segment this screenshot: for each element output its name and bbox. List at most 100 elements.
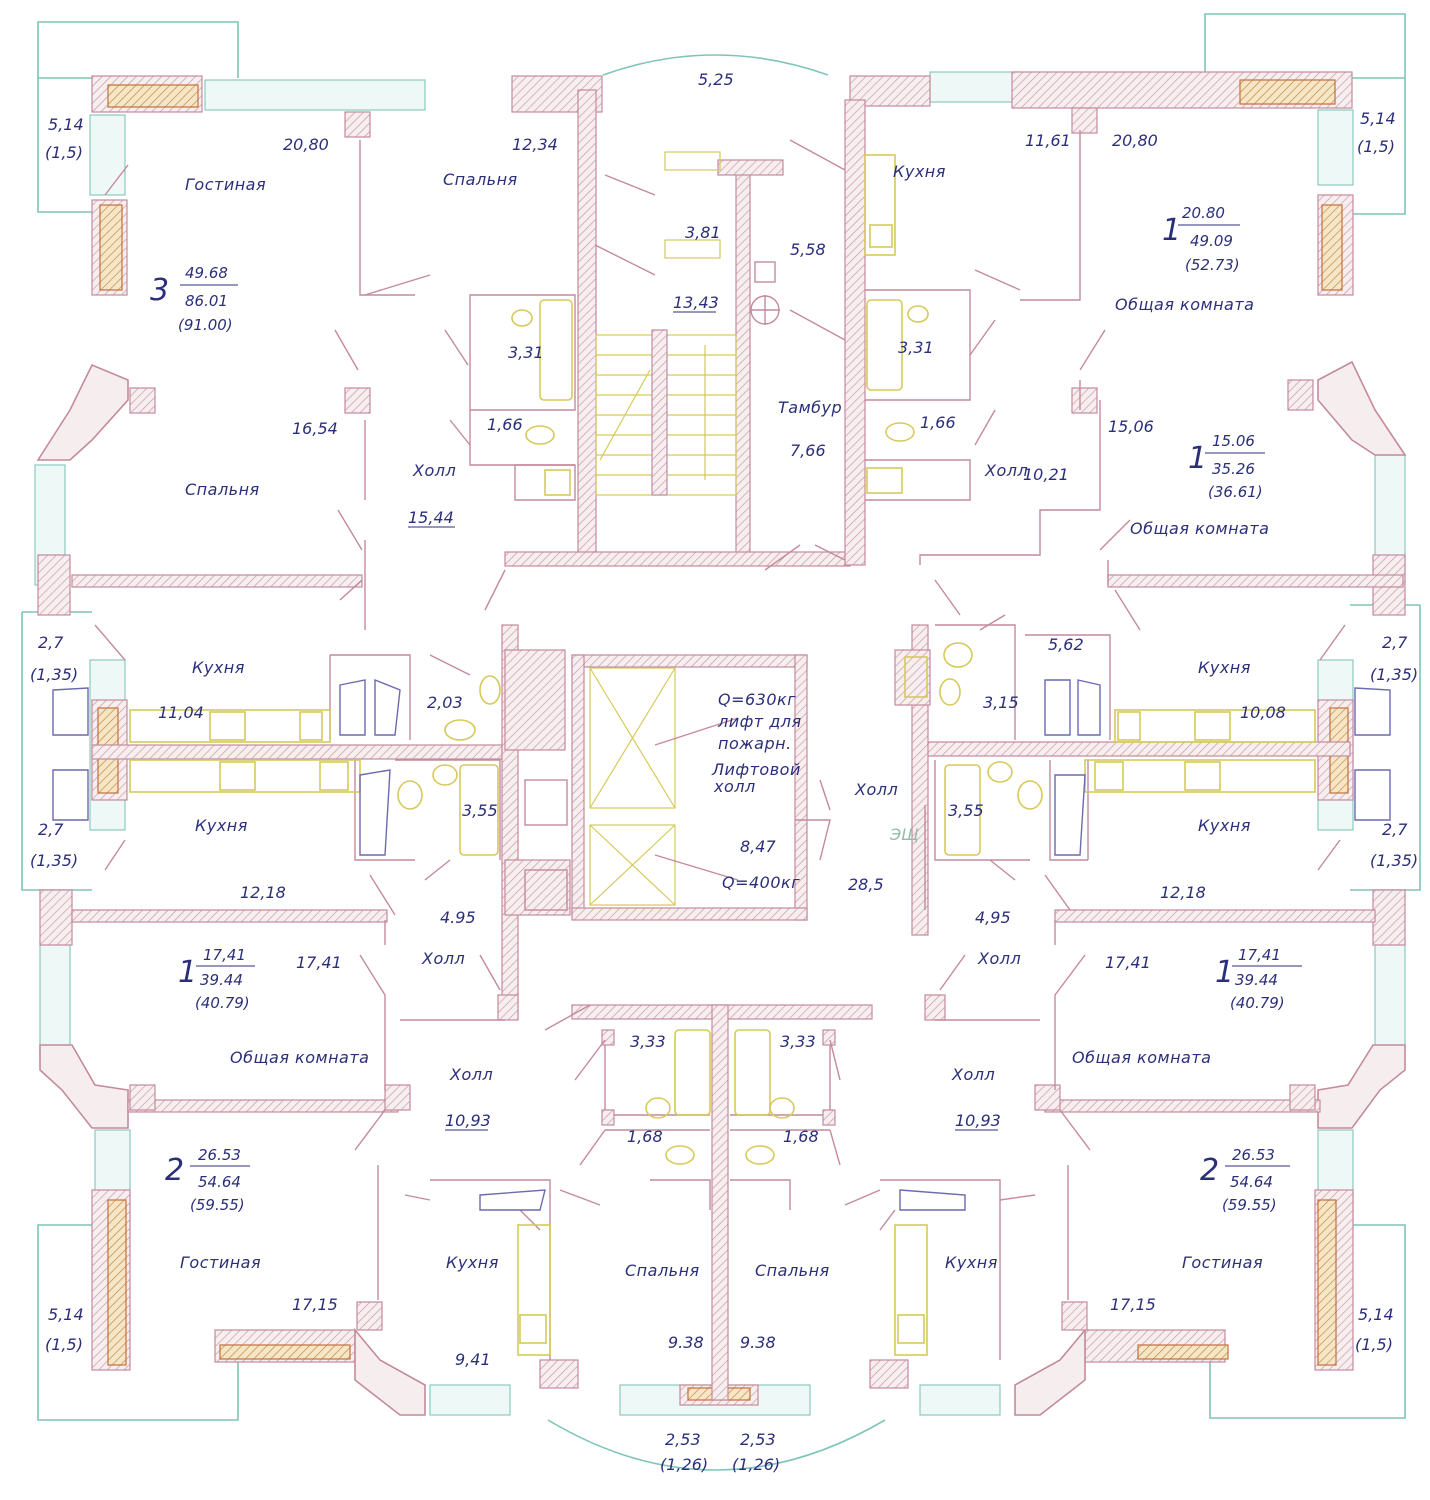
lift-label: пожарн. bbox=[718, 734, 792, 753]
fixtures bbox=[52, 154, 1391, 1356]
room-area: 12,34 bbox=[512, 135, 558, 154]
balcony-area: 5,14 bbox=[48, 115, 84, 134]
balcony-half-area: (1,5) bbox=[45, 1335, 83, 1354]
room-name: Спальня bbox=[185, 480, 260, 499]
room-area: 11,61 bbox=[1025, 131, 1071, 150]
balcony-half-area: (1,35) bbox=[30, 665, 78, 684]
room-area: 17,15 bbox=[1110, 1295, 1156, 1314]
apartment-rooms: 2 bbox=[165, 1153, 184, 1188]
apartment-total-area: 49.09 bbox=[1190, 232, 1233, 250]
room-name: Холл bbox=[984, 461, 1028, 480]
room-area: 13,43 bbox=[673, 293, 719, 312]
balcony-half-area: (1,35) bbox=[30, 851, 78, 870]
room-area: 5,58 bbox=[790, 240, 826, 259]
balcony-area: 5,14 bbox=[1360, 109, 1396, 128]
apartment-rooms: 3 bbox=[150, 273, 169, 308]
balcony-area: 2,7 bbox=[38, 633, 64, 652]
room-area: 4,95 bbox=[975, 908, 1011, 927]
room-name: Кухня bbox=[1198, 658, 1251, 677]
balcony-half-area: (1,26) bbox=[660, 1455, 708, 1474]
lift-label: лифт для bbox=[717, 712, 802, 731]
room-area: 1,66 bbox=[920, 413, 956, 432]
lift-capacity: Q=400кг bbox=[722, 873, 800, 892]
apartment-total-area: 35.26 bbox=[1212, 460, 1255, 478]
room-area: 12,18 bbox=[240, 883, 286, 902]
apartment-rooms: 1 bbox=[1215, 955, 1234, 990]
balcony-area: 2,53 bbox=[740, 1430, 776, 1449]
apartment-total-with-balcony: (40.79) bbox=[195, 994, 250, 1012]
room-area: 3,81 bbox=[685, 223, 721, 242]
apartment-total-area: 39.44 bbox=[200, 971, 243, 989]
balcony-half-area: (1,5) bbox=[1357, 137, 1395, 156]
room-area: 20,80 bbox=[1112, 131, 1158, 150]
apartment-total-with-balcony: (59.55) bbox=[190, 1196, 245, 1214]
room-name: Холл bbox=[421, 949, 465, 968]
room-name: Холл bbox=[412, 461, 456, 480]
balcony-area: 2,7 bbox=[38, 820, 64, 839]
room-area: 10,93 bbox=[445, 1111, 491, 1130]
interior-walls bbox=[71, 89, 1404, 1401]
apartment-total-area: 86.01 bbox=[185, 292, 228, 310]
room-area: 3,31 bbox=[898, 338, 934, 357]
room-name: Спальня bbox=[443, 170, 518, 189]
room-area: 28,5 bbox=[848, 875, 884, 894]
stair-and-lifts bbox=[524, 151, 780, 911]
room-name: Холл bbox=[977, 949, 1021, 968]
apartment-living-area: 26.53 bbox=[1232, 1146, 1275, 1164]
labels: 5,14 (1,5) 5,14 (1,5) 2,7 (1,35) 2,7 (1,… bbox=[30, 70, 1418, 1474]
lift-capacity: Q=630кг bbox=[718, 690, 796, 709]
room-name: Спальня bbox=[755, 1261, 830, 1280]
room-name: Гостиная bbox=[180, 1253, 261, 1272]
bay-area: 5,25 bbox=[698, 70, 734, 89]
balcony-half-area: (1,5) bbox=[1355, 1335, 1393, 1354]
apartment-living-area: 17,41 bbox=[203, 946, 246, 964]
room-name: Общая комната bbox=[1130, 519, 1269, 538]
room-area: 15,06 bbox=[1108, 417, 1154, 436]
apartment-total-with-balcony: (91.00) bbox=[178, 316, 233, 334]
balcony-area: 2,7 bbox=[1382, 633, 1408, 652]
room-area: 10,93 bbox=[955, 1111, 1001, 1130]
room-name: Лифтовой bbox=[711, 760, 801, 779]
apartment-total-area: 39.44 bbox=[1235, 971, 1278, 989]
room-area: 1,66 bbox=[487, 415, 523, 434]
apartment-rooms: 1 bbox=[178, 955, 197, 990]
room-area: 17,41 bbox=[1105, 953, 1151, 972]
room-area: 3,15 bbox=[983, 693, 1019, 712]
room-name: Общая комната bbox=[230, 1048, 369, 1067]
room-area: 9.38 bbox=[668, 1333, 704, 1352]
apartment-total-with-balcony: (59.55) bbox=[1222, 1196, 1277, 1214]
room-name: Холл bbox=[449, 1065, 493, 1084]
room-name: Кухня bbox=[1198, 816, 1251, 835]
apartment-rooms: 2 bbox=[1200, 1153, 1219, 1188]
apartment-total-with-balcony: (36.61) bbox=[1208, 483, 1263, 501]
room-area: 5,62 bbox=[1048, 635, 1084, 654]
apartment-rooms: 1 bbox=[1162, 213, 1181, 248]
room-name: Спальня bbox=[625, 1261, 700, 1280]
room-name: Общая комната bbox=[1072, 1048, 1211, 1067]
apartment-total-with-balcony: (40.79) bbox=[1230, 994, 1285, 1012]
balcony-half-area: (1,5) bbox=[45, 143, 83, 162]
room-area: 4.95 bbox=[440, 908, 476, 927]
apartment-living-area: 17,41 bbox=[1238, 946, 1281, 964]
apartment-living-area: 49.68 bbox=[185, 264, 228, 282]
apartment-living-area: 26.53 bbox=[198, 1146, 241, 1164]
room-area: 3,55 bbox=[462, 801, 498, 820]
room-name: Холл bbox=[854, 780, 898, 799]
balcony-half-area: (1,35) bbox=[1370, 851, 1418, 870]
room-area: 7,66 bbox=[790, 441, 826, 460]
room-name: Общая комната bbox=[1115, 295, 1254, 314]
room-area: 3,31 bbox=[508, 343, 544, 362]
balcony-half-area: (1,26) bbox=[732, 1455, 780, 1474]
room-area: 3,33 bbox=[780, 1032, 816, 1051]
room-area: 8,47 bbox=[740, 837, 776, 856]
apartment-total-area: 54.64 bbox=[198, 1173, 241, 1191]
room-name: Кухня bbox=[192, 658, 245, 677]
room-name: Кухня bbox=[195, 816, 248, 835]
room-area: 1,68 bbox=[783, 1127, 819, 1146]
room-name: Кухня bbox=[945, 1253, 998, 1272]
room-area: 15,44 bbox=[408, 508, 454, 527]
room-area: 20,80 bbox=[283, 135, 329, 154]
room-name: Гостиная bbox=[1182, 1253, 1263, 1272]
balcony-half-area: (1,35) bbox=[1370, 665, 1418, 684]
